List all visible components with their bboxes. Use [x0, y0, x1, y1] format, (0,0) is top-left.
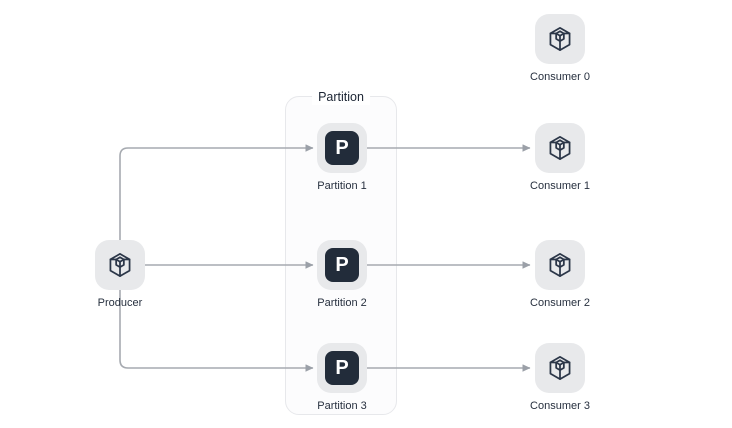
p-badge-icon: P [325, 248, 359, 282]
cube-icon [109, 253, 131, 277]
cube-icon [549, 27, 571, 51]
consumer-1-node [535, 123, 585, 173]
consumer-0-node [535, 14, 585, 64]
partition-2-label: Partition 2 [317, 297, 367, 309]
partition-3-node: P [317, 343, 367, 393]
partition-2-node: P [317, 240, 367, 290]
partition-3-label: Partition 3 [317, 400, 367, 412]
partition-1-label: Partition 1 [317, 180, 367, 192]
producer-node [95, 240, 145, 290]
partition-1-node: P [317, 123, 367, 173]
consumer-3-node [535, 343, 585, 393]
cube-icon [549, 253, 571, 277]
p-badge-icon: P [325, 131, 359, 165]
p-badge-icon: P [325, 351, 359, 385]
cube-icon [549, 356, 571, 380]
consumer-2-label: Consumer 2 [530, 297, 590, 309]
consumer-2-node [535, 240, 585, 290]
producer-label: Producer [97, 297, 143, 309]
cube-icon [549, 136, 571, 160]
consumer-3-label: Consumer 3 [530, 400, 590, 412]
partition-group-title: Partition [312, 89, 370, 105]
consumer-1-label: Consumer 1 [530, 180, 590, 192]
consumer-0-label: Consumer 0 [530, 71, 590, 83]
